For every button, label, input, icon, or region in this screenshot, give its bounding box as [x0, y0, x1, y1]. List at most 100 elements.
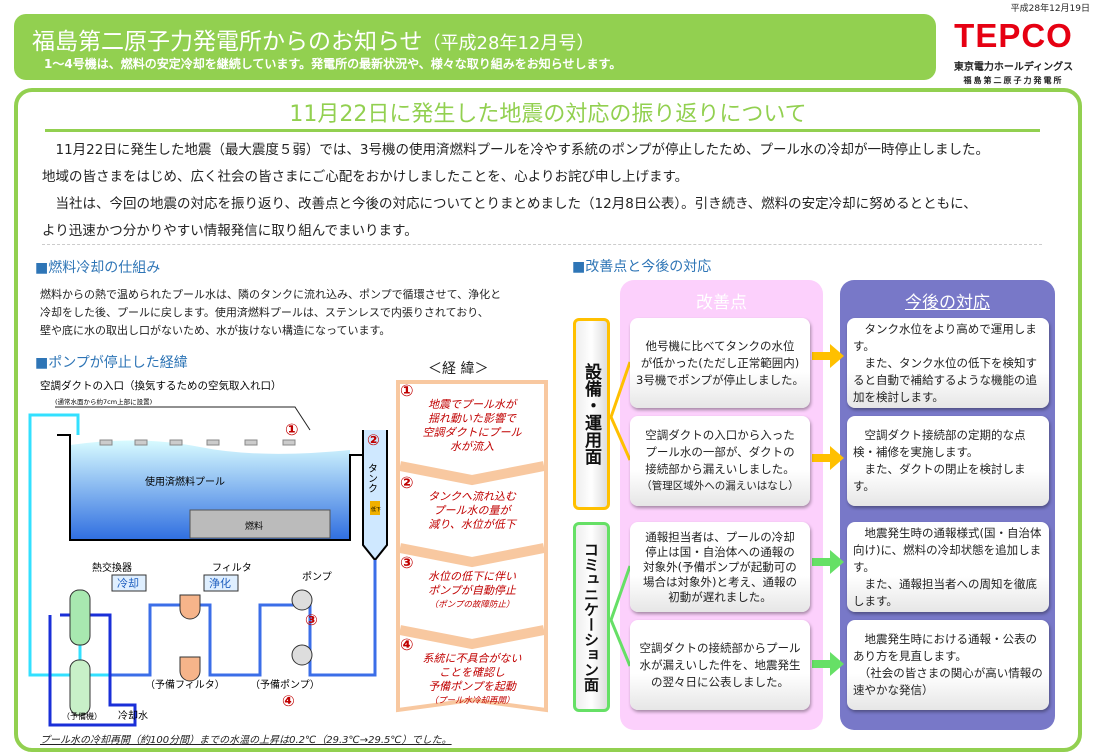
action-text: 空調ダクト接続部の定期的な点検・補修を実施します。 — [853, 428, 1026, 459]
improvement-text: 場合は対象外)と考え、通報の — [643, 574, 797, 589]
duct-label: 空調ダクトの入口（換気するための空気取入れ口） — [40, 379, 282, 392]
step-text: 水位の低下に伴い — [428, 570, 516, 583]
step-text: タンクへ流れ込む — [428, 490, 516, 503]
step-number: ① — [400, 381, 414, 400]
intro-line: より迅速かつ分かりやすい情報発信に取り組んでまいります。 — [42, 223, 418, 239]
step-number: ② — [400, 473, 414, 492]
improvement-box: 他号機に比べてタンクの水位 が低かった(ただし正常範囲内) 3号機でポンプが停止… — [630, 318, 810, 408]
group-label-communication: コミュニケーション面 — [573, 522, 610, 712]
step-text: 水が流入 — [450, 440, 494, 453]
marker-2: ② — [367, 431, 380, 449]
step-1: ① 地震でプール水が 揺れ動いた影響で 空調ダクトにプール 水が流入 — [396, 381, 548, 454]
spare-filter — [179, 656, 201, 682]
headline-rule — [45, 129, 1040, 132]
group-label-equipment: 設備・運用面 — [573, 318, 610, 510]
cooling-text: 壁や底に水の取出し口がないため、水が抜けない構造になっています。 — [40, 324, 391, 337]
improvement-text: 3号機でポンプが停止しました。 — [636, 372, 804, 387]
step-3: ③ 水位の低下に伴い ポンプが自動停止 （ポンプの故障防止） — [396, 553, 548, 612]
pump-heading: ■ポンプが停止した経緯 — [35, 355, 188, 371]
spare-pump-label: （予備ポンプ） — [250, 678, 320, 691]
improvement-text: 空調ダクトの接続部からプール — [639, 640, 801, 655]
intro-line: 当社は、今回の地震の対応を振り返り、改善点と今後の対応についてとりまとめました（… — [42, 196, 977, 212]
action-box: 地震発生時における通報・公表のあり方を見直します。 （社会の皆さまの関心が高い情… — [847, 620, 1049, 710]
issue-date: 平成28年12月19日 — [1010, 4, 1090, 14]
step-text: ことを確認し — [439, 666, 505, 679]
action-text: （社会の皆さまの関心が高い情報の速やかな発信） — [853, 666, 1043, 697]
purify-badge-label: 浄化 — [209, 576, 231, 590]
marker-1: ① — [285, 420, 299, 439]
filter — [179, 594, 201, 620]
step-note: （プール水冷却再開） — [429, 696, 515, 706]
future-action-column-title: 今後の対応 — [905, 293, 990, 313]
intro-line: 地域の皆さまをはじめ、広く社会の皆さまにご心配をおかけしましたことを、心よりお詫… — [42, 169, 689, 185]
step-number: ③ — [400, 553, 414, 572]
step-text: 減り、水位が低下 — [428, 518, 516, 531]
pump-label: ポンプ — [302, 571, 332, 583]
connector-arrows — [609, 344, 844, 676]
issue-label: （平成28年12月号） — [422, 33, 595, 54]
logo-company: 東京電力ホールディングス — [953, 62, 1074, 73]
improvement-box: 空調ダクトの接続部からプール 水が漏えいした件を、地震発生 の翌々日に公表しまし… — [630, 620, 810, 710]
spare-unit-label: （予備機） — [62, 711, 102, 721]
improvement-text: 水が漏えいした件を、地震発生 — [639, 657, 801, 672]
main-panel — [14, 88, 1082, 752]
marker-3: ③ — [305, 611, 318, 629]
intro-line: 11月22日に発生した地震（最大震度５弱）では、3号機の使用済燃料プールを冷やす… — [42, 142, 990, 158]
step-4: ④ 系統に不具合がない ことを確認し 予備ポンプを起動 （プール水冷却再開） — [396, 635, 548, 708]
improvement-text: プール水の一部が、ダクトの — [645, 445, 795, 459]
improvement-text: 対象外(予備ポンプが起動可の — [643, 559, 797, 574]
improve-heading: ■改善点と今後の対応 — [572, 259, 712, 275]
action-text: また、ダクトの閉止を検討します。 — [853, 462, 1026, 493]
improvement-column-title: 改善点 — [696, 293, 747, 313]
pool-wall — [57, 434, 363, 541]
action-box: タンク水位をより高めで運用します。 また、タンク水位の低下を検知すると自動で補給… — [847, 318, 1049, 408]
duct-leader — [55, 406, 311, 431]
logo-station: 福島第二原子力発電所 — [963, 76, 1064, 85]
cooling-heading: ■燃料冷却の仕組み — [35, 260, 161, 276]
improvement-note: （管理区域外への漏えいはなし） — [641, 480, 799, 492]
step-2: ② タンクへ流れ込む プール水の量が 減り、水位が低下 — [396, 473, 548, 532]
marker-4: ④ — [282, 692, 295, 710]
drop-label: 低下 — [371, 506, 381, 513]
fuel-rack — [189, 509, 331, 539]
divider — [42, 244, 1042, 245]
article-headline: 11月22日に発生した地震の対応の振り返りについて — [289, 102, 807, 127]
heat-exchanger-label: 熱交換器 — [92, 561, 132, 574]
spare-pump-icon — [291, 644, 313, 666]
cooling-text: 燃料からの熱で温められたプール水は、隣のタンクに流れ込み、ポンプで循環させて、浄… — [40, 288, 502, 301]
main-pipe — [110, 603, 290, 677]
action-box: 地震発生時の通報様式(国・自治体向け)に、燃料の冷却状態を追加します。 また、通… — [847, 522, 1049, 612]
step-note: （ポンプの故障防止） — [429, 600, 515, 610]
improvement-text: の翌々日に公表しました。 — [651, 674, 789, 689]
tank-label: タンク — [366, 463, 378, 493]
step-text: プール水の量が — [433, 504, 511, 517]
action-text: また、タンク水位の低下を検知すると自動で補給するような機能の追加を検討します。 — [853, 355, 1037, 404]
sequence-panel: ① 地震でプール水が 揺れ動いた影響で 空調ダクトにプール 水が流入 ② タンク… — [396, 380, 548, 716]
purify-badge — [203, 574, 239, 592]
cooling-system-diagram: 空調ダクトの入口（換気するための空気取入れ口） (通常水面から約7cm上部に設置… — [28, 379, 388, 727]
supply-pipe — [28, 413, 110, 677]
step-number: ④ — [400, 635, 414, 654]
newsletter-subtitle: 1～4号機は、燃料の安定冷却を継続しています。発電所の最新状況や、様々な取り組み… — [44, 57, 622, 71]
filter-label: フィルタ — [212, 562, 252, 574]
pump-icon — [291, 589, 313, 611]
spare-heat-exchanger — [69, 659, 91, 716]
cooling-badge — [111, 574, 147, 592]
improvement-box: 通報担当者は、プールの冷却 停止は国・自治体への通報の 対象外(予備ポンプが起動… — [630, 522, 810, 612]
tepco-logo: TEPCO 東京電力ホールディングス 福島第二原子力発電所 — [946, 18, 1081, 86]
step-text: 空調ダクトにプール — [422, 426, 522, 439]
header-banner: 福島第二原子力発電所からのお知らせ（平成28年12月号） 1～4号機は、燃料の安… — [14, 14, 936, 80]
duct-note: (通常水面から約7cm上部に設置) — [55, 397, 152, 406]
logo-mark: TEPCO — [954, 17, 1073, 54]
improvement-text: 接続部から漏えいしました。 — [645, 462, 795, 476]
pool-label: 使用済燃料プール — [145, 475, 225, 488]
step-text: 系統に不具合がない — [422, 652, 522, 665]
action-text: タンク水位をより高めで運用します。 — [853, 321, 1037, 353]
action-text: 地震発生時における通報・公表のあり方を見直します。 — [853, 632, 1037, 663]
cooling-text: 冷却をした後、プールに戻します。使用済燃料プールは、ステンレスで内張りされており… — [40, 306, 489, 319]
action-text: 地震発生時の通報様式(国・自治体向け)に、燃料の冷却状態を追加します。 — [853, 525, 1042, 574]
action-box: 空調ダクト接続部の定期的な点検・補修を実施します。 また、ダクトの閉止を検討しま… — [847, 416, 1049, 506]
flow-title: ＜経 緯＞ — [428, 361, 489, 377]
tank — [362, 430, 388, 562]
newsletter-title: 福島第二原子力発電所からのお知らせ（平成28年12月号） — [32, 29, 595, 55]
